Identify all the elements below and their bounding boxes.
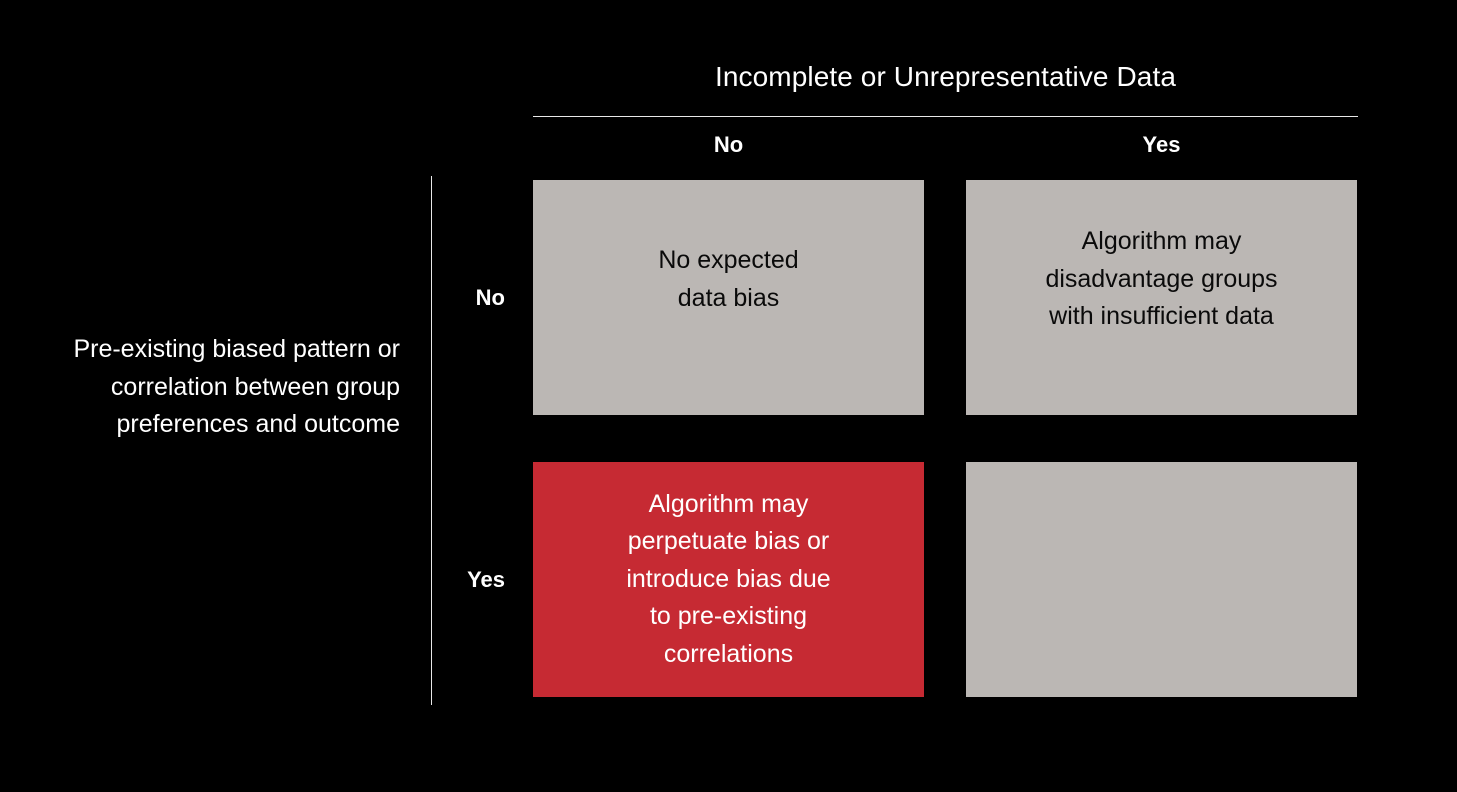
row-header-yes: Yes — [467, 567, 505, 592]
matrix-cell-yes-yes — [966, 462, 1357, 697]
column-axis-rule — [533, 116, 1358, 117]
column-group-title: Incomplete or Unrepresentative Data — [714, 61, 1177, 92]
row-axis-rule — [431, 176, 432, 705]
column-header-no: No — [713, 132, 744, 157]
column-header-yes: Yes — [1142, 132, 1181, 157]
row-group-title: Pre-existing biased pattern or correlati… — [73, 335, 400, 438]
row-header-no: No — [475, 285, 505, 310]
